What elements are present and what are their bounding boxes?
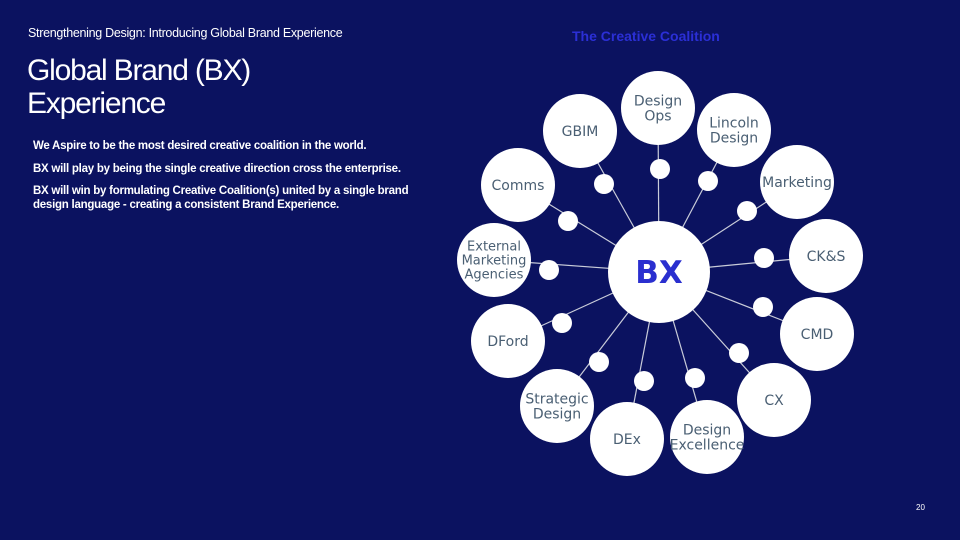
node-label-dford: DFord [487,334,528,350]
node-label-external-marketing-agencies: External [467,240,521,255]
slide-eyebrow: Strengthening Design: Introducing Global… [28,26,343,40]
connector-dot-cks [754,248,774,268]
node-circle-gbim [543,94,617,168]
connector-dot-gbim [594,174,614,194]
diagram-title: The Creative Coalition [572,28,720,44]
page-number: 20 [916,503,925,512]
slide-title-line-1: Global Brand (BX) [27,54,251,87]
connector-dot-design-excellence [685,368,705,388]
connector-dot-cmd [753,297,773,317]
hub-circle [608,221,710,323]
connector-dot-design-ops [650,159,670,179]
node-circle-comms [481,148,555,222]
connector-dot-marketing [737,201,757,221]
node-circle-dex [590,402,664,476]
bullet-list: We Aspire to be the most desired creativ… [33,140,433,221]
node-label-cx: CX [764,393,784,409]
node-circle-design-ops [621,71,695,145]
bullet-play: BX will play by being the single creativ… [33,162,401,175]
node-label-dex: DEx [613,432,641,448]
connector-dot-lincoln-design [698,171,718,191]
node-label-lincoln-design: Lincoln [709,115,759,131]
node-label-external-marketing-agencies: Marketing [462,254,527,269]
connector-dot-dford [552,313,572,333]
node-label-design-ops: Design [634,93,682,109]
connector-dot-cx [729,343,749,363]
node-label-design-excellence: Excellence [670,437,745,453]
node-label-design-ops: Ops [644,108,671,124]
node-label-design-excellence: Design [683,422,731,438]
node-circle-marketing [760,145,834,219]
connector-dot-strategic-design [589,352,609,372]
node-label-strategic-design: Design [533,406,581,422]
hub-label: BX [635,255,683,291]
node-label-gbim: GBIM [562,124,599,140]
node-circle-cx [737,363,811,437]
bullet-win: BX will win by formulating Creative Coal… [33,185,409,211]
connector-dot-dex [634,371,654,391]
node-label-external-marketing-agencies: Agencies [465,268,524,283]
node-circle-lincoln-design [697,93,771,167]
node-circle-strategic-design [520,369,594,443]
node-circle-design-excellence [670,400,744,474]
node-circle-cmd [780,297,854,371]
node-circle-cks [789,219,863,293]
slide-title-line-2: Experience [27,87,166,120]
connector-dot-external-marketing-agencies [539,260,559,280]
node-label-cks: CK&S [807,249,846,265]
node-label-cmd: CMD [801,327,834,343]
node-circle-dford [471,304,545,378]
bullet-aspire: We Aspire to be the most desired creativ… [33,140,367,152]
slide-title: Global Brand (BX) Experience [27,54,251,120]
node-label-comms: Comms [492,178,545,194]
node-label-marketing: Marketing [762,175,832,191]
node-label-lincoln-design: Design [710,130,758,146]
node-circle-external-marketing-agencies [457,223,531,297]
connector-dot-comms [558,211,578,231]
node-label-strategic-design: Strategic [525,391,588,407]
